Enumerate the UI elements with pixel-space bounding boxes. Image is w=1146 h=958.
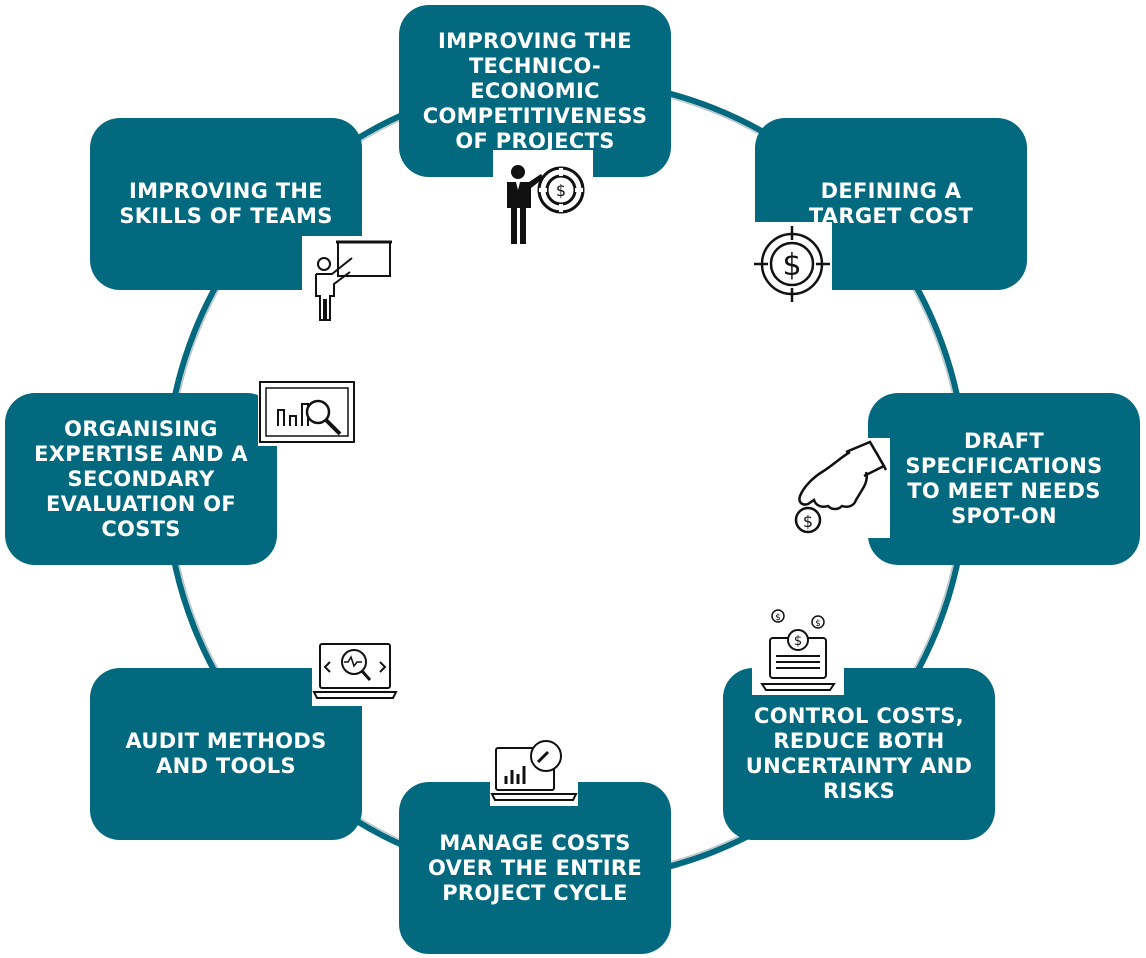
step-box-control-costs: CONTROL COSTS, REDUCE BOTH UNCERTAINTY A… — [723, 668, 995, 840]
step-box-competitiveness: IMPROVING THE TECHNICO- ECONOMIC COMPETI… — [399, 5, 671, 177]
laptop-money-icon: $ $ $ — [752, 600, 844, 695]
step-label: MANAGE COSTS OVER THE ENTIRE PROJECT CYC… — [428, 830, 642, 905]
svg-text:$: $ — [803, 512, 813, 531]
step-label: ORGANISING EXPERTISE AND A SECONDARY EVA… — [34, 416, 248, 541]
step-box-specifications: DRAFT SPECIFICATIONS TO MEET NEEDS SPOT-… — [868, 393, 1140, 565]
chart-magnifier-icon — [258, 380, 356, 446]
step-label: DRAFT SPECIFICATIONS TO MEET NEEDS SPOT-… — [905, 429, 1103, 528]
teacher-board-icon — [302, 236, 394, 324]
laptop-gauge-icon — [490, 738, 578, 806]
step-label: AUDIT METHODS AND TOOLS — [125, 729, 327, 778]
svg-text:$: $ — [782, 248, 801, 283]
step-label: DEFINING A TARGET COST — [808, 179, 974, 228]
step-label: IMPROVING THE TECHNICO- ECONOMIC COMPETI… — [422, 28, 648, 153]
svg-text:$: $ — [556, 181, 566, 200]
laptop-audit-icon — [312, 636, 398, 706]
svg-text:$: $ — [775, 613, 781, 623]
presenter-chart-icon: $ — [493, 150, 593, 246]
dollar-target-icon: $ — [752, 222, 832, 302]
svg-text:$: $ — [815, 619, 821, 629]
svg-text:$: $ — [794, 634, 802, 649]
step-label: IMPROVING THE SKILLS OF TEAMS — [119, 179, 333, 228]
step-box-manage-costs: MANAGE COSTS OVER THE ENTIRE PROJECT CYC… — [399, 782, 671, 954]
step-box-expertise: ORGANISING EXPERTISE AND A SECONDARY EVA… — [5, 393, 277, 565]
step-label: CONTROL COSTS, REDUCE BOTH UNCERTAINTY A… — [745, 704, 973, 803]
hand-coin-icon: $ — [790, 438, 890, 538]
